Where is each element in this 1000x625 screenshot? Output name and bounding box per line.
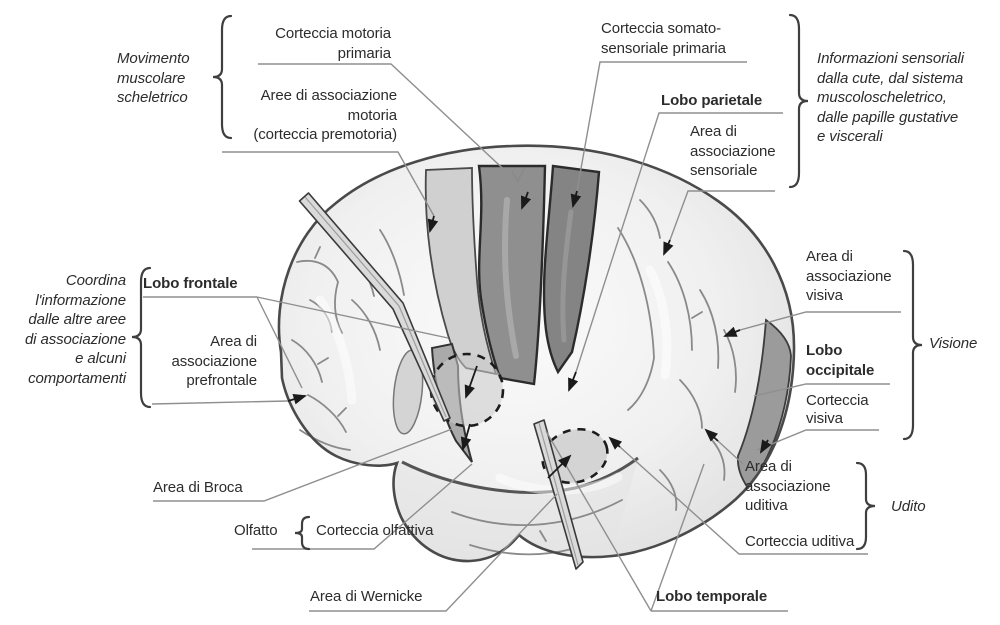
cerebrum-outline [277, 144, 796, 563]
leader-corteccia-motoria [258, 63, 529, 193]
leader-area-broca [153, 428, 453, 502]
arrow-olfactory [460, 423, 472, 451]
primary-motor-cortex-band [477, 164, 547, 386]
label-lobo-occipitale: Lobo occipitale [806, 342, 875, 379]
brace-informazioni [788, 13, 809, 189]
brace-coordina [131, 266, 152, 409]
temporal-region-shade [393, 458, 638, 562]
somato-band-highlight [560, 209, 574, 343]
arrow-broca [464, 365, 478, 399]
pointer-rod-upper [298, 192, 451, 422]
arrow-somatosensory [570, 190, 582, 208]
label-area-associazione-sensoriale: Area di associazione sensoriale [690, 123, 776, 179]
label-informazioni-sensoriali: Informazioni sensoriali dalla cute, dal … [817, 50, 964, 145]
arrow-wernicke [547, 454, 572, 479]
leader-corteccia-visiva [756, 429, 879, 451]
label-corteccia-olfattiva: Corteccia olfattiva [316, 522, 434, 539]
somatosensory-cortex-band [542, 164, 601, 375]
arrow-auditory-association [704, 428, 719, 442]
leader-assoc-visiva [739, 311, 901, 331]
arrow-sensory-association [663, 239, 674, 256]
label-coordina-informazione: Coordina l'informazione dalle altre aree… [24, 272, 126, 387]
leader-aree-motoria [222, 151, 435, 217]
arrow-prefrontal [287, 394, 307, 405]
label-corteccia-motoria: Corteccia motoria primaria [275, 25, 391, 62]
label-udito: Udito [891, 498, 926, 515]
arrows [287, 190, 772, 479]
arrow-motor [520, 191, 532, 210]
leader-area-wernicke [309, 493, 558, 612]
brace-movimento [212, 14, 233, 140]
brain-illustration [277, 144, 796, 570]
arrow-visual-association [723, 326, 741, 337]
label-lobo-temporale: Lobo temporale [656, 588, 768, 605]
label-lobo-frontale: Lobo frontale [143, 275, 238, 292]
leader-lobo-parietale [575, 112, 783, 373]
label-aree-associazione-motoria: Aree di associazione motoria (corteccia … [253, 87, 397, 143]
leader-corteccia-olfattiva [252, 463, 473, 550]
label-lobo-parietale: Lobo parietale [661, 92, 763, 109]
leader-assoc-uditiva [717, 440, 744, 465]
arrow-visual-cortex [759, 439, 772, 454]
grouping-braces [131, 13, 923, 551]
label-visione: Visione [929, 335, 978, 352]
leader-corteccia-somato [576, 61, 747, 192]
leader-corteccia-uditiva [619, 446, 868, 555]
leader-assoc-prefrontale [151, 400, 289, 405]
brace-olfatto [294, 515, 311, 551]
arrow-parietal [568, 371, 579, 392]
label-area-associazione-visiva: Area di associazione visiva [806, 248, 892, 304]
label-area-associazione-uditiva: Area di associazione uditiva [745, 458, 831, 514]
brace-visione [902, 249, 923, 441]
label-movimento-muscolare: Movimento muscolare scheletrico [117, 50, 190, 106]
label-corteccia-uditiva: Corteccia uditiva [745, 533, 855, 550]
pointer-rod-lower [533, 419, 584, 570]
brace-udito [855, 461, 876, 551]
leader-assoc-sensoriale [669, 190, 775, 241]
label-corteccia-visiva: Corteccia visiva [806, 392, 869, 428]
arrow-premotor [427, 215, 439, 233]
label-olfatto: Olfatto [234, 522, 278, 539]
arrow-auditory-cortex [608, 436, 623, 450]
leader-lobo-occipitale [753, 383, 890, 397]
motor-band-highlight [502, 197, 519, 359]
label-corteccia-somatosensoriale: Corteccia somato- sensoriale primaria [601, 20, 726, 57]
label-area-di-broca: Area di Broca [153, 479, 243, 496]
leader-lines [143, 61, 901, 612]
label-area-di-wernicke: Area di Wernicke [310, 588, 423, 605]
leader-lobo-frontale [143, 296, 449, 389]
label-area-associazione-prefrontale: Area di associazione prefrontale [171, 333, 257, 389]
wernicke-dashed-ellipse [541, 427, 609, 485]
